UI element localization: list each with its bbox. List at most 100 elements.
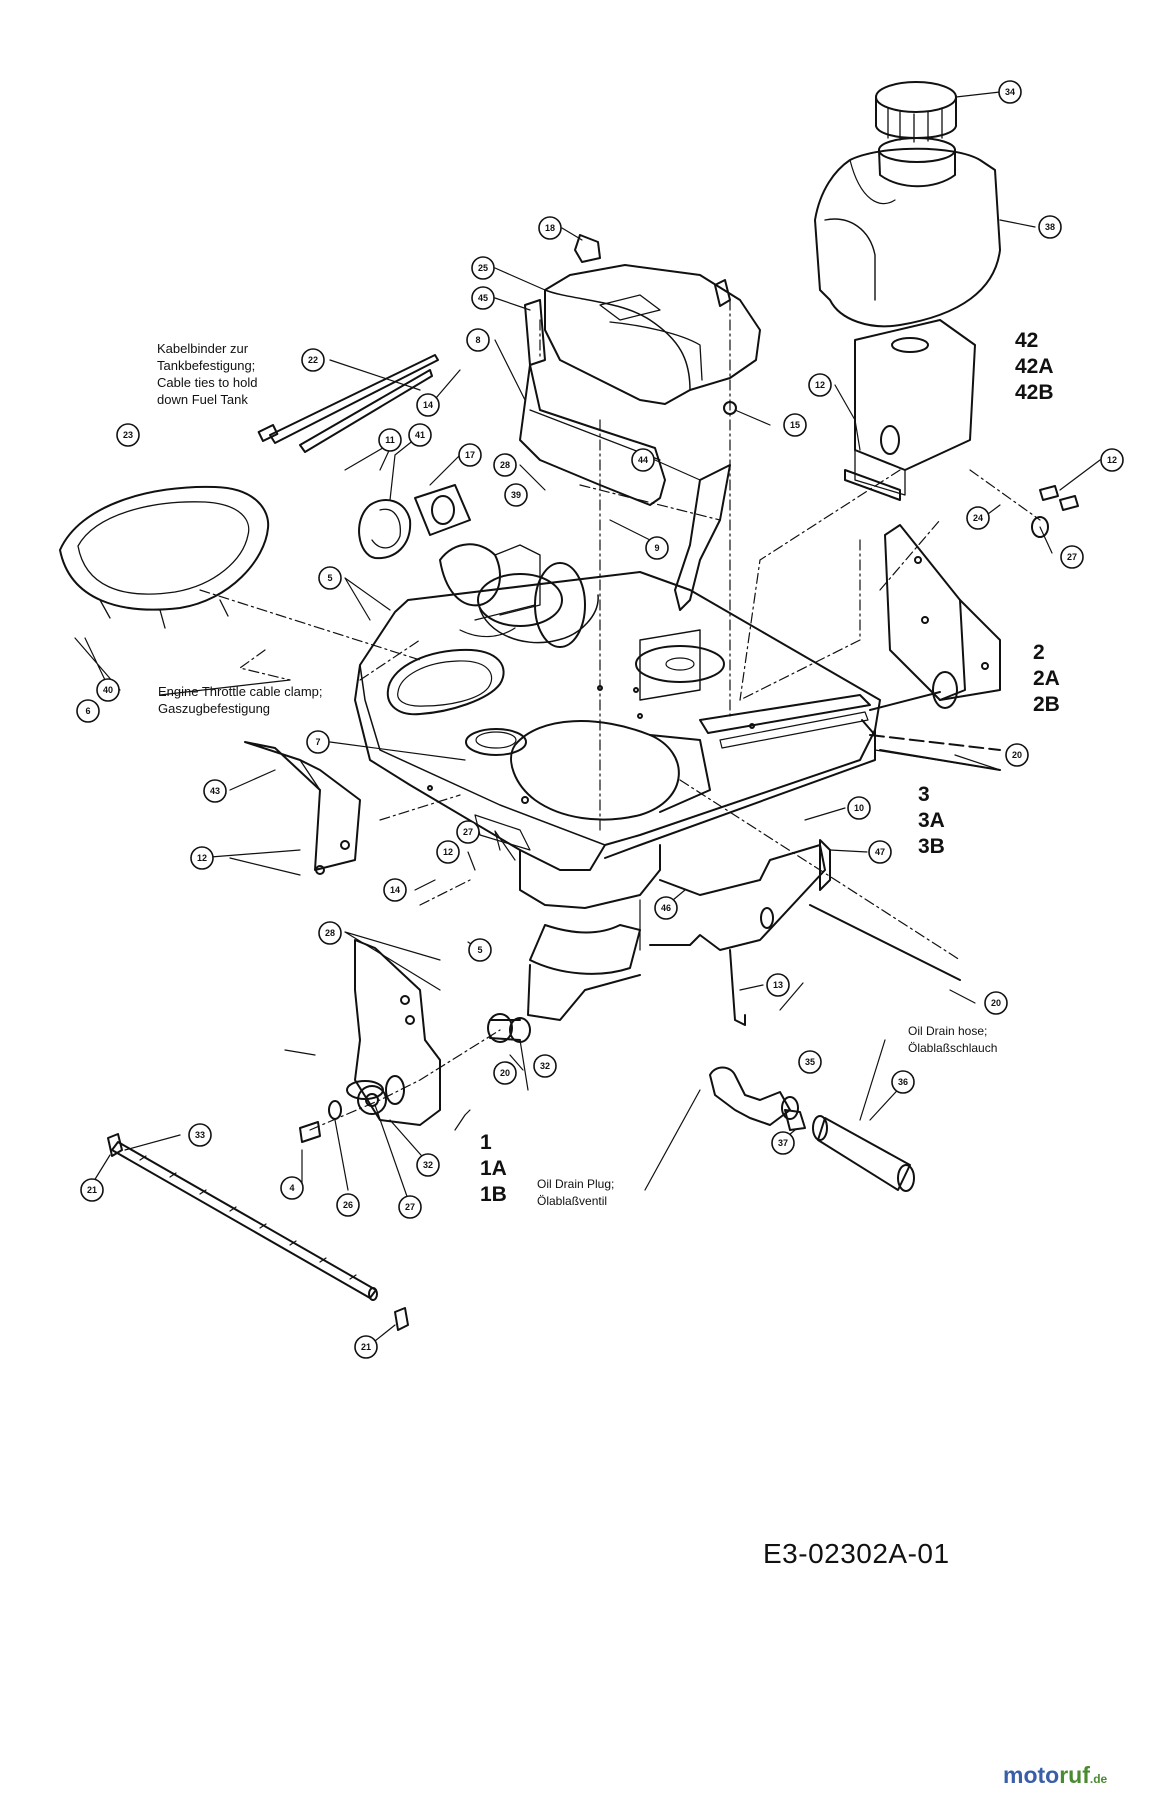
drawing-code: E3-02302A-01 [763,1538,950,1569]
bolt-4 [299,1121,321,1143]
svg-text:4: 4 [289,1183,294,1193]
svg-text:38: 38 [1045,222,1055,232]
svg-text:20: 20 [991,998,1001,1008]
rod-20-right [879,749,1001,771]
label-part-2: 2 2A 2B [1033,641,1060,716]
note-oil-drain-hose: Oil Drain hose; Ölablaßschlauch [908,1024,998,1055]
svg-text:18: 18 [545,223,555,233]
callout-21-upper: 21 [80,1178,104,1202]
svg-text:9: 9 [654,543,659,553]
callout-43: 43 [203,779,227,803]
fitting-18 [574,234,601,263]
svg-text:8: 8 [475,335,480,345]
callout-12-left: 12 [190,846,214,870]
callout-32-upper: 32 [533,1054,557,1078]
callout-32-lower: 32 [416,1153,440,1177]
callout-12-upper-mid: 12 [0,0,10,2]
svg-text:12: 12 [197,853,207,863]
callout-17: 17 [458,443,482,467]
callout-12-mid: 12 [436,840,460,864]
svg-text:25: 25 [478,263,488,273]
callout-5: 5 [318,566,342,590]
watermark-logo: motoruf.de [1003,1762,1108,1788]
svg-text:21: 21 [361,1342,371,1352]
callout-47: 47 [868,840,892,864]
callout-15: 15 [783,413,807,437]
svg-text:36: 36 [898,1077,908,1087]
svg-text:26: 26 [343,1200,353,1210]
callout-20-mid: 20 [493,1061,517,1085]
clip-21-upper [107,1133,123,1157]
svg-text:27: 27 [405,1202,415,1212]
svg-text:47: 47 [875,847,885,857]
svg-text:28: 28 [325,928,335,938]
svg-text:20: 20 [1012,750,1022,760]
shaft-33 [111,1141,378,1301]
bolts-12-right [1039,485,1079,511]
callout-7: 7 [306,730,330,754]
bushing-32-upper [487,1013,531,1043]
bushing-32-lower [357,1085,387,1115]
callout-13: 13 [766,973,790,997]
svg-text:46: 46 [661,903,671,913]
callout-40: 40 [96,678,120,702]
cable-ties-22 [257,354,439,453]
svg-text:12: 12 [1107,455,1117,465]
callout-27-lower: 27 [398,1195,422,1219]
callout-14-mid: 14 [383,878,407,902]
callout-12: 12 [808,373,832,397]
fuel-tank-38 [814,137,1001,328]
svg-text:33: 33 [195,1130,205,1140]
callout-34: 34 [998,80,1022,104]
svg-text:6: 6 [85,706,90,716]
svg-text:27: 27 [1067,552,1077,562]
callout-35: 35 [798,1050,822,1074]
lower-frame [519,839,831,1021]
callout-41: 41 [408,423,432,447]
callout-24: 24 [966,506,990,530]
callout-23: 23 [116,423,140,447]
callout-4: 4 [280,1176,304,1200]
main-frame-deck [354,571,1001,871]
callout-9: 9 [645,536,669,560]
callout-46: 46 [654,896,678,920]
svg-text:5: 5 [327,573,332,583]
bracket-1 [346,939,441,1126]
callout-39: 39 [504,483,528,507]
engine-shroud-23 [59,485,270,629]
fitting-top-right [714,279,731,307]
callout-10: 10 [847,796,871,820]
svg-text:39: 39 [511,490,521,500]
callout-21-lower: 21 [354,1335,378,1359]
callout-25: 25 [471,256,495,280]
svg-text:37: 37 [778,1138,788,1148]
svg-text:14: 14 [423,400,433,410]
label-part-3: 3 3A 3B [918,783,945,858]
svg-text:43: 43 [210,786,220,796]
svg-text:12: 12 [443,847,453,857]
callout-44: 44 [631,448,655,472]
rod-13 [729,949,746,1026]
callout-5-lower: 5 [468,938,492,962]
callout-45: 45 [471,286,495,310]
oil-drain-fitting-35 [709,1066,799,1126]
tank-bracket-42 [844,319,976,501]
svg-text:41: 41 [415,430,425,440]
callout-28-lower: 28 [318,921,342,945]
callout-27-mid: 27 [456,820,480,844]
callout-26: 26 [336,1193,360,1217]
plate-44 [674,464,731,611]
label-part-1: 1 1A 1B [480,1131,507,1206]
svg-text:12: 12 [815,380,825,390]
oil-drain-hose-36 [812,1115,915,1192]
callout-6: 6 [76,699,100,723]
svg-text:45: 45 [478,293,488,303]
clip-21-lower [394,1307,409,1331]
svg-text:17: 17 [465,450,475,460]
clutch-assembly [358,484,599,648]
plug-37 [784,1109,806,1131]
svg-text:21: 21 [87,1185,97,1195]
callout-28: 28 [493,453,517,477]
callout-11: 11 [378,428,402,452]
